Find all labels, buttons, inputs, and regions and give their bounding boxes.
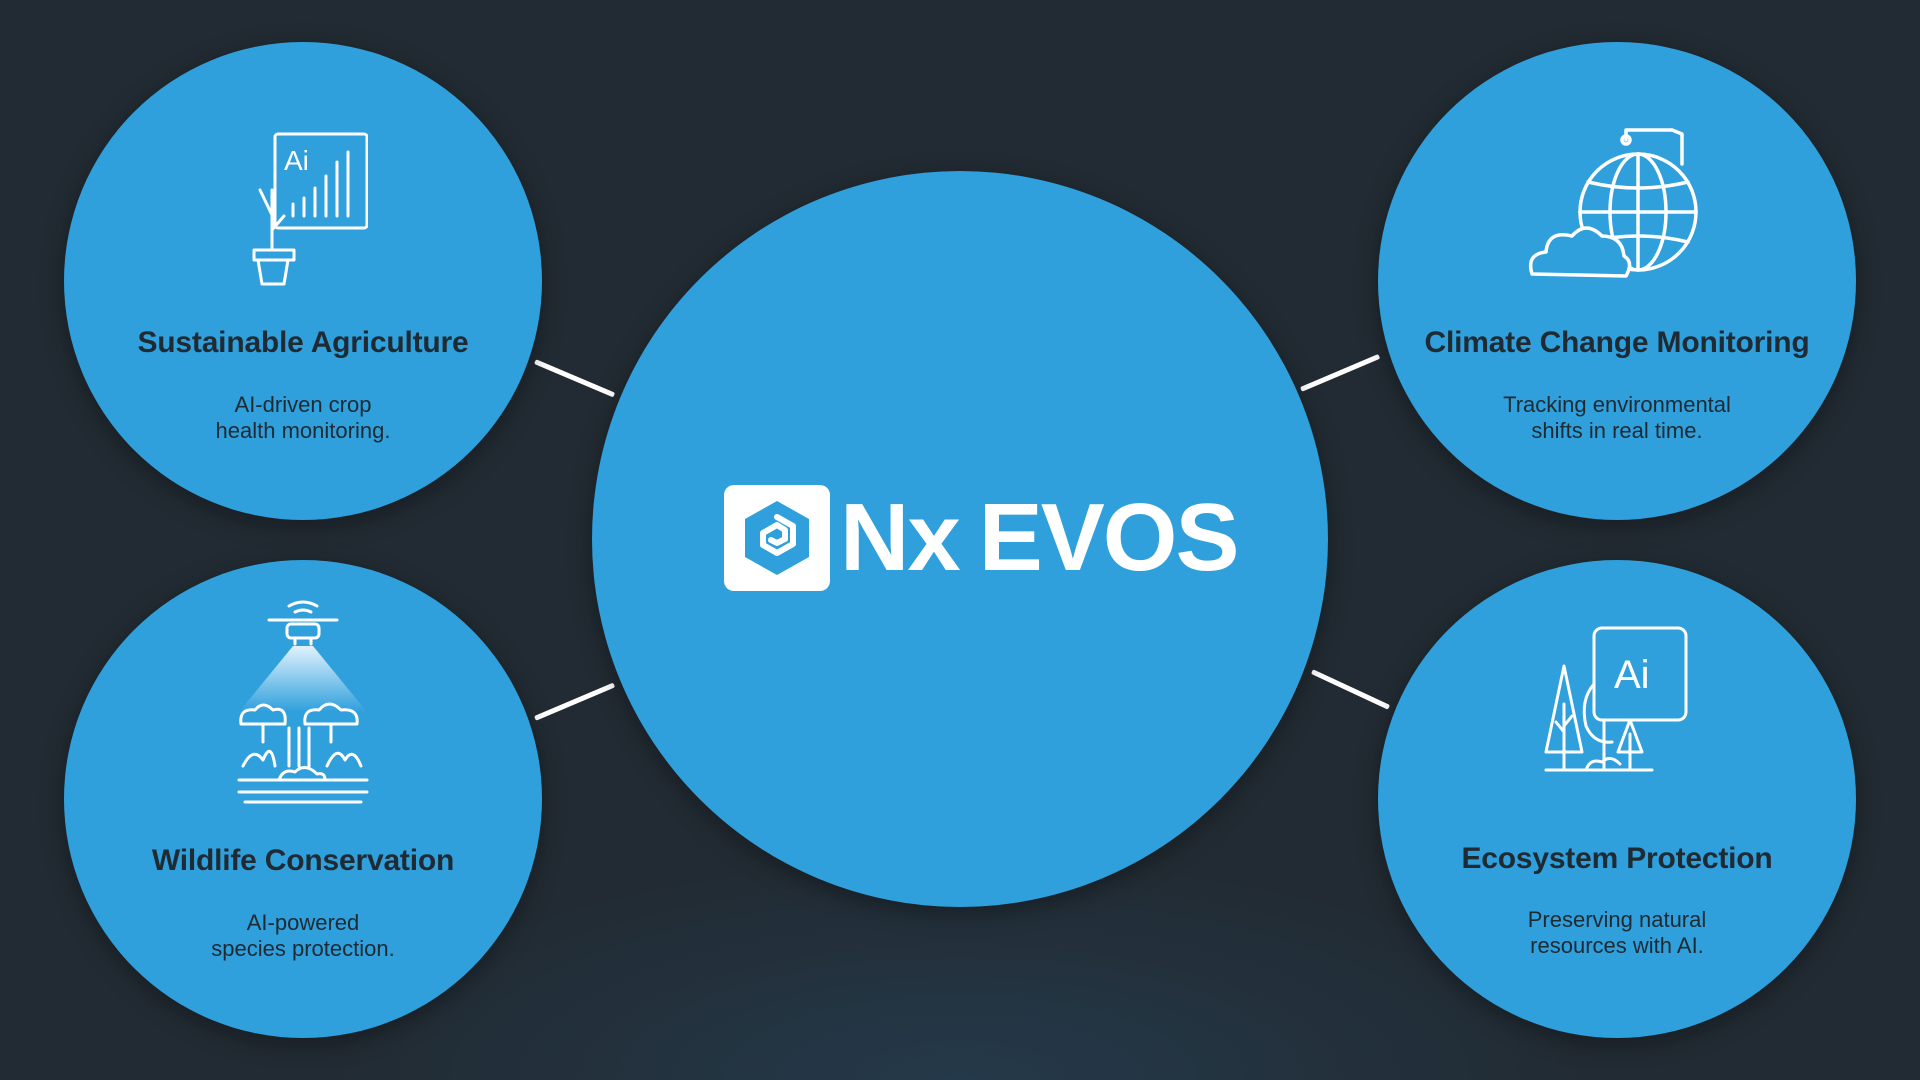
ai-trees-icon: Ai [1544, 626, 1688, 772]
node-description: Tracking environmental shifts in real ti… [1503, 392, 1731, 443]
node-climate-change-monitoring[interactable]: Climate Change Monitoring Tracking envir… [1378, 42, 1856, 520]
node-title: Wildlife Conservation [151, 844, 455, 877]
node-description: AI-driven crop health monitoring. [215, 392, 391, 443]
node-ecosystem-protection[interactable]: Ai Ecosystem Protection Preserving natur… [1378, 560, 1856, 1038]
nx-evos-hub[interactable]: Nx EVOS [592, 171, 1328, 907]
svg-text:Ai: Ai [284, 145, 309, 176]
globe-cloud-icon [1528, 128, 1698, 278]
connector-ecosystem [1310, 669, 1391, 710]
node-wildlife-conservation[interactable]: Wildlife Conservation AI-powered species… [64, 560, 542, 1038]
nx-evos-logo: Nx EVOS [724, 484, 1240, 591]
connector-climate [1300, 353, 1381, 392]
brand-prefix: Nx [840, 484, 961, 591]
drone-forest-icon [237, 600, 369, 804]
node-description: AI-powered species protection. [211, 910, 395, 961]
connector-wildlife [534, 682, 616, 721]
node-sustainable-agriculture[interactable]: Ai Sustainable Agriculture AI-driven cro… [64, 42, 542, 520]
brand-name: EVOS [978, 484, 1240, 591]
node-title: Climate Change Monitoring [1424, 326, 1810, 359]
node-title: Sustainable Agriculture [137, 326, 469, 359]
svg-text:Ai: Ai [1614, 653, 1650, 697]
nx-evos-logo-icon [724, 485, 830, 591]
node-title: Ecosystem Protection [1461, 842, 1773, 875]
node-description: Preserving natural resources with AI. [1527, 907, 1707, 958]
ai-plant-chart-icon: Ai [252, 132, 368, 286]
connector-agriculture [534, 359, 616, 398]
